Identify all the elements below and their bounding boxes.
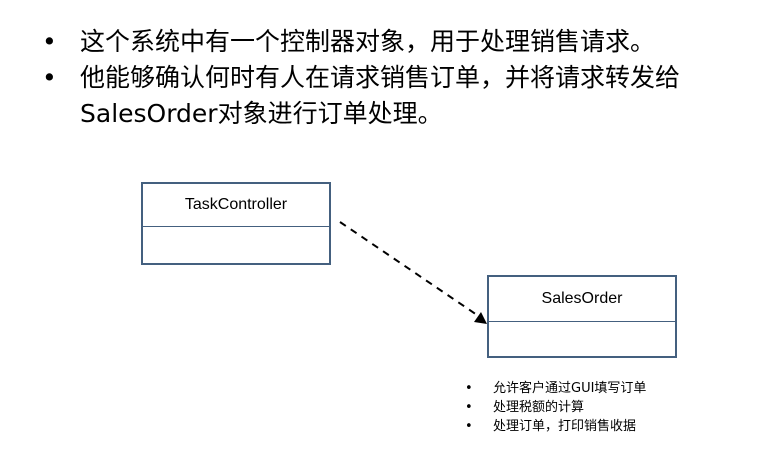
bullet-controller-object: 这个系统中有一个控制器对象，用于处理销售请求。 xyxy=(40,24,752,60)
note-print-receipt: 处理订单，打印销售收据 xyxy=(465,417,646,436)
dependency-arrow-line xyxy=(339,221,481,318)
bullet-request-forwarding: 他能够确认何时有人在请求销售订单，并将请求转发给SalesOrder对象进行订单… xyxy=(40,60,752,132)
sales-order-notes: 允许客户通过GUI填写订单 处理税额的计算 处理订单，打印销售收据 xyxy=(465,379,646,436)
sales-order-class: SalesOrder xyxy=(487,275,677,358)
sales-order-class-name: SalesOrder xyxy=(489,277,675,322)
dependency-arrow-head xyxy=(474,312,487,324)
task-controller-class-name: TaskController xyxy=(143,184,329,227)
note-gui-order: 允许客户通过GUI填写订单 xyxy=(465,379,646,398)
intro-bullet-list: 这个系统中有一个控制器对象，用于处理销售请求。 他能够确认何时有人在请求销售订单… xyxy=(40,24,752,132)
task-controller-class: TaskController xyxy=(141,182,331,265)
note-tax-calculation: 处理税额的计算 xyxy=(465,398,646,417)
